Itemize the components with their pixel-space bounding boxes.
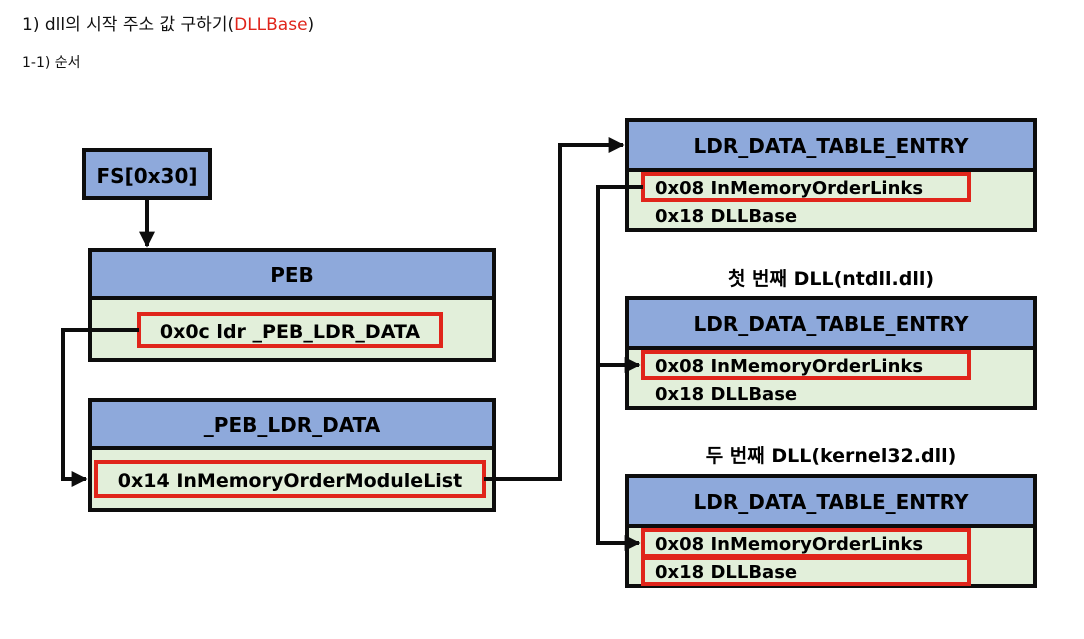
heading-suffix: )	[307, 15, 315, 35]
entry-3-dllbase-highlight	[641, 556, 971, 586]
peb-body	[88, 296, 496, 362]
entry-1-links: 0x08 InMemoryOrderLinks	[655, 178, 923, 199]
fs-box: FS[0x30]	[82, 148, 212, 200]
entry-2-title: LDR_DATA_TABLE_ENTRY	[694, 312, 969, 336]
ldr-entry-2: LDR_DATA_TABLE_ENTRY 0x08 InMemoryOrderL…	[625, 296, 1037, 410]
ldr-data-box: _PEB_LDR_DATA 0x14 InMemoryOrderModuleLi…	[88, 398, 496, 512]
peb-title: PEB	[270, 263, 314, 287]
ldr-data-body	[88, 446, 496, 512]
arrow-entry-2-to-entry-3	[596, 365, 641, 551]
entry-2-dllbase: 0x18 DLLBase	[655, 384, 797, 405]
entry-2-links-highlight	[641, 350, 971, 380]
ldr-data-title: _PEB_LDR_DATA	[204, 413, 381, 437]
entry-3-links: 0x08 InMemoryOrderLinks	[655, 534, 923, 555]
entry-1-title: LDR_DATA_TABLE_ENTRY	[694, 134, 969, 158]
entry-2-links: 0x08 InMemoryOrderLinks	[655, 356, 923, 377]
peb-box: PEB 0x0c ldr _PEB_LDR_DATA	[88, 248, 496, 362]
entry-1-dllbase: 0x18 DLLBase	[655, 206, 797, 227]
entry-3-title: LDR_DATA_TABLE_ENTRY	[694, 490, 969, 514]
ldr-data-field: 0x14 InMemoryOrderModuleList	[118, 470, 462, 492]
arrow-ldr-data-to-entry-1	[484, 137, 625, 481]
arrow-peb-to-ldr-data	[61, 328, 139, 487]
heading-prefix: 1) dll의 시작 주소 값 구하기(	[22, 15, 235, 35]
entry-2-caption: 첫 번째 DLL(ntdll.dll)	[728, 268, 934, 290]
fs-box-bg	[82, 148, 212, 200]
peb-field: 0x0c ldr _PEB_LDR_DATA	[160, 321, 421, 343]
subsection-heading: 1-1) 순서	[22, 55, 81, 71]
ldr-data-header	[88, 398, 496, 450]
fs-label: FS[0x30]	[97, 164, 198, 188]
entry-2-header	[625, 296, 1037, 350]
ldr-entry-3: LDR_DATA_TABLE_ENTRY 0x08 InMemoryOrderL…	[625, 474, 1037, 588]
entry-3-caption: 두 번째 DLL(kernel32.dll)	[706, 445, 957, 467]
arrow-entry-1-to-entry-2	[596, 185, 643, 373]
entry-3-dllbase: 0x18 DLLBase	[655, 562, 797, 583]
heading-highlight: DLLBase	[234, 15, 308, 35]
entry-1-header	[625, 118, 1037, 172]
ldr-entry-1: LDR_DATA_TABLE_ENTRY 0x08 InMemoryOrderL…	[625, 118, 1037, 232]
section-heading: 1) dll의 시작 주소 값 구하기(DLLBase)	[22, 10, 314, 35]
